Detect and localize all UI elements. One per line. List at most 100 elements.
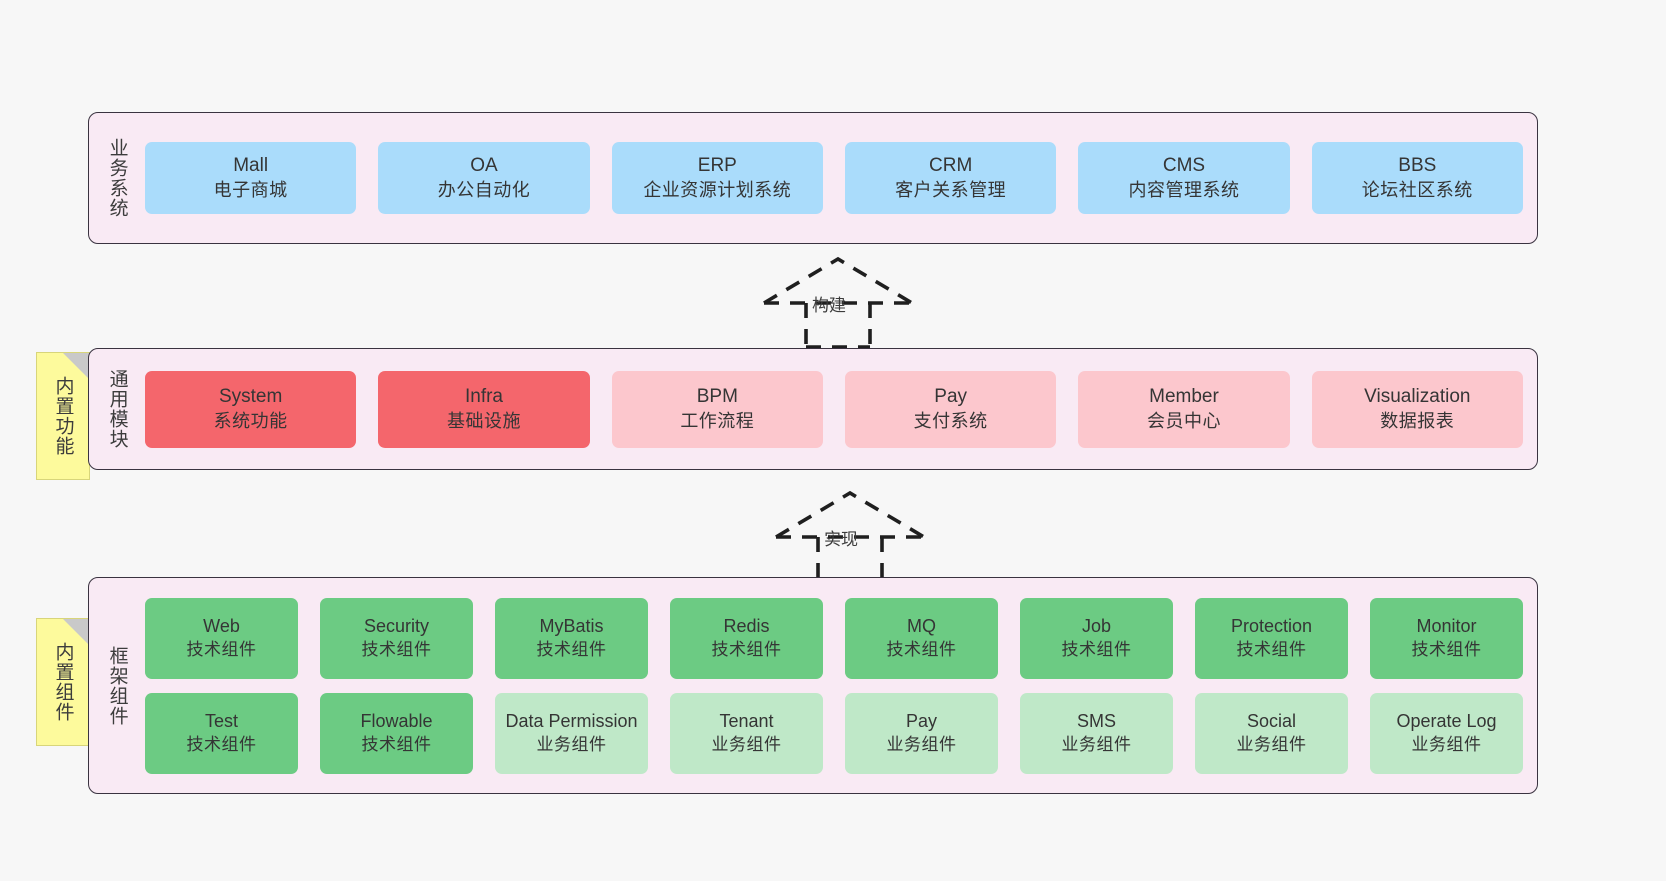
node-title-en: MyBatis	[539, 616, 604, 637]
node-title-en: System	[218, 385, 283, 407]
layer-body-framework-component: Web 技术组件 Security 技术组件 MyBatis 技术组件 Redi…	[145, 578, 1537, 793]
node-pay[interactable]: Pay 支付系统	[844, 370, 1057, 448]
node-title-cn: 技术组件	[536, 639, 607, 659]
node-title-en: BPM	[696, 385, 738, 407]
note-builtin-functions: 内置功能	[36, 352, 90, 480]
node-title-en: Protection	[1230, 616, 1313, 637]
node-title-cn: 电子商城	[213, 179, 288, 200]
node-operate-log[interactable]: Operate Log 业务组件	[1370, 692, 1523, 774]
node-title-en: Test	[204, 711, 238, 732]
node-title-cn: 业务组件	[536, 734, 607, 754]
node-oa[interactable]: OA 办公自动化	[378, 142, 590, 214]
node-row: System 系统功能 Infra 基础设施 BPM 工作流程 Pay 支付系统…	[145, 370, 1523, 448]
node-title-en: Pay	[934, 385, 968, 407]
node-mq[interactable]: MQ 技术组件	[845, 597, 998, 679]
node-job[interactable]: Job 技术组件	[1020, 597, 1173, 679]
node-row: Test 技术组件 Flowable 技术组件 Data Permission …	[145, 692, 1523, 774]
node-title-en: MQ	[907, 616, 936, 637]
node-title-cn: 技术组件	[1236, 639, 1307, 659]
connector-label-build: 构建	[812, 296, 846, 315]
node-security[interactable]: Security 技术组件	[320, 597, 473, 679]
layer-title-common-module: 通用模块	[106, 369, 128, 449]
node-title-cn: 内容管理系统	[1128, 179, 1240, 200]
node-title-cn: 基础设施	[446, 410, 521, 431]
layer-body-business-system: Mall 电子商城 OA 办公自动化 ERP 企业资源计划系统 CRM 客户关系…	[145, 113, 1537, 243]
node-title-cn: 技术组件	[361, 639, 432, 659]
node-system[interactable]: System 系统功能	[145, 370, 357, 448]
node-title-cn: 支付系统	[913, 410, 988, 431]
node-title-cn: 系统功能	[213, 410, 288, 431]
node-cms[interactable]: CMS 内容管理系统	[1078, 142, 1290, 214]
layer-title-framework-component: 框架组件	[106, 645, 128, 726]
node-title-en: SMS	[1076, 711, 1116, 732]
connector-label-implement: 实现	[824, 530, 858, 549]
node-title-en: Member	[1149, 385, 1219, 407]
node-crm[interactable]: CRM 客户关系管理	[844, 142, 1057, 214]
node-pay-component[interactable]: Pay 业务组件	[845, 692, 998, 774]
node-mall[interactable]: Mall 电子商城	[145, 142, 357, 214]
node-title-cn: 技术组件	[361, 734, 432, 754]
node-test[interactable]: Test 技术组件	[145, 692, 298, 774]
node-mybatis[interactable]: MyBatis 技术组件	[495, 597, 648, 679]
node-title-cn: 客户关系管理	[895, 179, 1007, 200]
node-flowable[interactable]: Flowable 技术组件	[320, 692, 473, 774]
node-bpm[interactable]: BPM 工作流程	[611, 370, 823, 448]
node-redis[interactable]: Redis 技术组件	[670, 597, 823, 679]
node-title-en: Data Permission	[505, 711, 638, 732]
note-label: 内置组件	[52, 642, 74, 722]
node-title-cn: 办公自动化	[437, 179, 531, 200]
node-protection[interactable]: Protection 技术组件	[1195, 597, 1348, 679]
node-row: Web 技术组件 Security 技术组件 MyBatis 技术组件 Redi…	[145, 597, 1523, 679]
node-title-cn: 技术组件	[1061, 639, 1132, 659]
layer-framework-component: 框架组件 Web 技术组件 Security 技术组件 MyBatis 技术组件…	[88, 577, 1538, 794]
node-title-cn: 业务组件	[1061, 734, 1132, 754]
node-title-en: Pay	[905, 711, 938, 732]
folded-corner-icon	[63, 619, 89, 645]
dashed-generalization-arrow-icon	[775, 490, 925, 583]
node-title-cn: 技术组件	[186, 734, 257, 754]
node-title-cn: 技术组件	[886, 639, 957, 659]
node-title-en: CMS	[1162, 154, 1206, 176]
node-social[interactable]: Social 业务组件	[1195, 692, 1348, 774]
node-title-en: Visualization	[1364, 385, 1471, 407]
node-tenant[interactable]: Tenant 业务组件	[670, 692, 823, 774]
node-title-cn: 企业资源计划系统	[643, 179, 792, 200]
node-title-cn: 技术组件	[711, 639, 782, 659]
node-web[interactable]: Web 技术组件	[145, 597, 298, 679]
node-title-en: Web	[203, 616, 240, 637]
node-title-cn: 业务组件	[1411, 734, 1482, 754]
layer-business-system: 业务系统 Mall 电子商城 OA 办公自动化 ERP 企业资源计划系统 CRM…	[88, 112, 1538, 244]
node-title-en: CRM	[929, 154, 973, 176]
node-row: Mall 电子商城 OA 办公自动化 ERP 企业资源计划系统 CRM 客户关系…	[145, 142, 1523, 214]
node-erp[interactable]: ERP 企业资源计划系统	[611, 142, 823, 214]
node-title-cn: 技术组件	[186, 639, 257, 659]
node-visualization[interactable]: Visualization 数据报表	[1311, 370, 1523, 448]
node-sms[interactable]: SMS 业务组件	[1020, 692, 1173, 774]
node-title-en: OA	[470, 154, 498, 176]
node-data-permission[interactable]: Data Permission 业务组件	[495, 692, 648, 774]
node-title-cn: 会员中心	[1146, 410, 1221, 431]
layer-common-module: 通用模块 System 系统功能 Infra 基础设施 BPM 工作流程 Pay…	[88, 348, 1538, 470]
node-title-en: Security	[363, 616, 430, 637]
node-title-en: Infra	[464, 385, 503, 407]
node-title-cn: 技术组件	[1411, 639, 1482, 659]
node-title-en: Flowable	[360, 711, 433, 732]
node-title-en: Social	[1246, 711, 1297, 732]
node-member[interactable]: Member 会员中心	[1078, 370, 1290, 448]
folded-corner-icon	[63, 353, 89, 379]
node-infra[interactable]: Infra 基础设施	[378, 370, 590, 448]
note-builtin-components: 内置组件	[36, 618, 90, 746]
layer-title-business-system: 业务系统	[106, 138, 128, 218]
node-monitor[interactable]: Monitor 技术组件	[1370, 597, 1523, 679]
dashed-generalization-arrow-icon	[763, 256, 913, 349]
node-title-cn: 工作流程	[680, 410, 755, 431]
node-bbs[interactable]: BBS 论坛社区系统	[1311, 142, 1523, 214]
node-title-en: Mall	[233, 154, 269, 176]
node-title-en: Redis	[723, 616, 770, 637]
connector-implement: 实现	[760, 487, 940, 583]
node-title-cn: 业务组件	[886, 734, 957, 754]
node-title-en: Monitor	[1416, 616, 1477, 637]
node-title-cn: 数据报表	[1380, 410, 1455, 431]
node-title-cn: 论坛社区系统	[1361, 179, 1473, 200]
